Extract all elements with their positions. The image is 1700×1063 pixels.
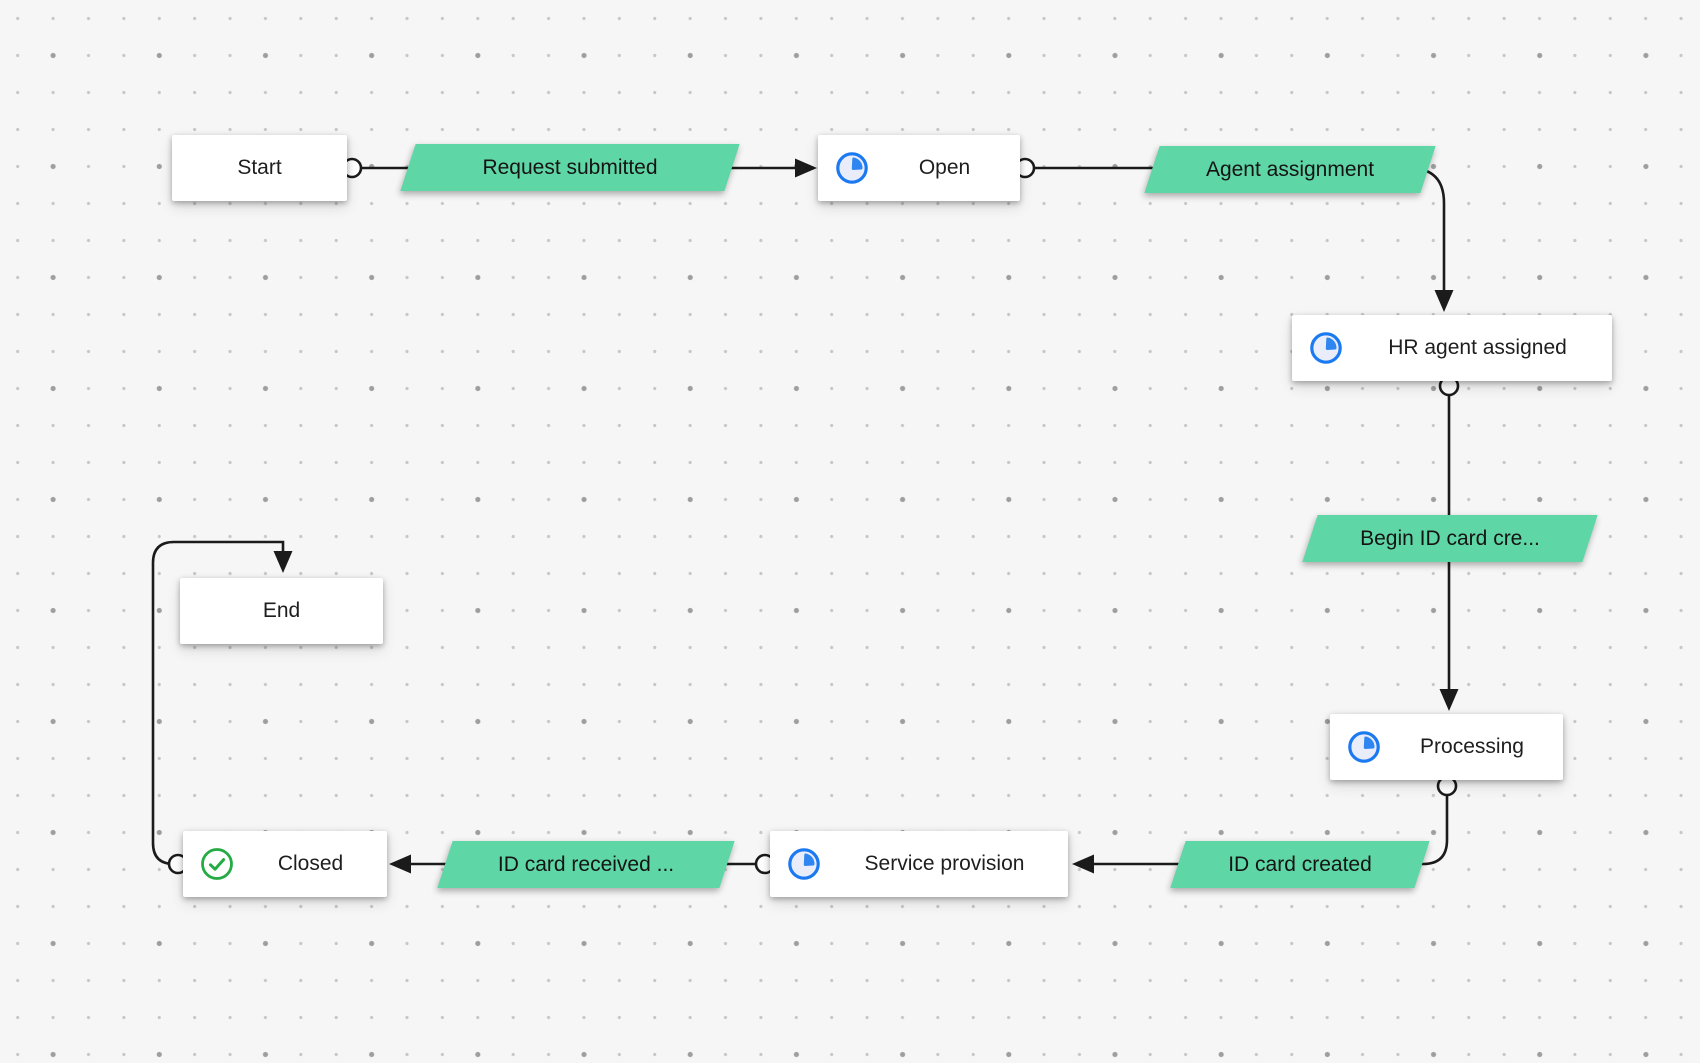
pie-progress-icon	[1348, 731, 1380, 763]
node-hr-agent-assigned[interactable]: HR agent assigned	[1292, 315, 1612, 381]
node-label: Processing	[1420, 735, 1524, 758]
arrowhead-into-service-provision	[1072, 854, 1094, 874]
node-label: Closed	[277, 852, 344, 875]
check-circle-icon	[201, 848, 233, 880]
node-start[interactable]: Start	[172, 135, 347, 201]
node-open[interactable]: Open	[818, 135, 1020, 201]
arrowhead-into-end	[273, 551, 293, 573]
arrowhead-into-closed	[389, 854, 411, 874]
node-label: End	[262, 599, 301, 622]
pie-progress-icon	[1310, 332, 1342, 364]
edge-processing-to-service-provision[interactable]	[1072, 775, 1458, 874]
transition-label: ID card received ...	[497, 852, 675, 876]
transition-id-card-created[interactable]: ID card created	[1170, 841, 1430, 888]
node-service-provision[interactable]: Service provision	[770, 831, 1068, 897]
node-label: Start	[237, 156, 282, 179]
transition-label: Begin ID card cre...	[1360, 526, 1540, 550]
node-end[interactable]: End	[180, 578, 383, 644]
transition-agent-assignment[interactable]: Agent assignment	[1144, 146, 1436, 193]
transition-begin-id-card-creation[interactable]: Begin ID card cre...	[1302, 515, 1598, 562]
node-label: Open	[918, 156, 971, 179]
transition-id-card-received[interactable]: ID card received ...	[437, 841, 735, 888]
arrowhead-into-hr-agent-assigned	[1434, 290, 1454, 312]
node-label: HR agent assigned	[1388, 336, 1567, 359]
node-label: Service provision	[864, 852, 1025, 875]
transition-request-submitted[interactable]: Request submitted	[400, 144, 740, 191]
node-closed[interactable]: Closed	[183, 831, 387, 897]
arrowhead-into-processing	[1439, 689, 1459, 711]
transition-label: ID card created	[1228, 852, 1372, 876]
node-processing[interactable]: Processing	[1330, 714, 1563, 780]
transition-label: Agent assignment	[1205, 157, 1375, 181]
pie-progress-icon	[836, 152, 868, 184]
pie-progress-icon	[788, 848, 820, 880]
edge-closed-to-end[interactable]	[151, 540, 293, 875]
arrowhead-into-open	[795, 158, 817, 178]
transition-label: Request submitted	[482, 155, 658, 179]
